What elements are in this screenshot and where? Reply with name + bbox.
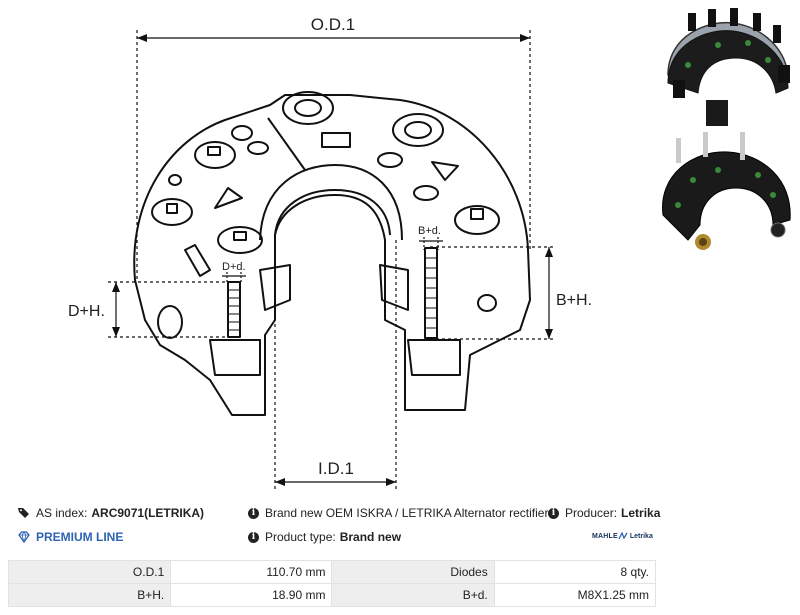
- terminal-right-1: [392, 113, 444, 147]
- premium-line-text: PREMIUM LINE: [36, 530, 124, 544]
- terminal-left-2: [151, 198, 193, 226]
- as-index-value: ARC9071(LETRIKA): [91, 506, 205, 520]
- spec-label: O.D.1: [7, 560, 172, 584]
- producer: i Producer: Letrika: [548, 506, 660, 520]
- producer-value: Letrika: [621, 506, 661, 520]
- spec-value: 8 qty.: [493, 560, 657, 584]
- bolt-right: [424, 247, 438, 339]
- bolt-left: [227, 281, 241, 338]
- spec-label: Diodes: [331, 560, 495, 584]
- dd-label: D+d.: [222, 261, 246, 273]
- info-icon: i: [248, 507, 259, 519]
- logo-wave-icon: [618, 532, 628, 540]
- spec-value: M8X1.25 mm: [493, 583, 657, 607]
- as-index-label: AS index:: [36, 506, 88, 520]
- terminal-left-1: [194, 141, 236, 169]
- product-type-value: Brand new: [339, 530, 402, 544]
- info-icon: i: [548, 507, 559, 519]
- spec-value: 110.70 mm: [170, 560, 333, 584]
- id-label: I.D.1: [318, 459, 354, 478]
- description: i Brand new OEM ISKRA / LETRIKA Alternat…: [248, 506, 548, 520]
- mahle-letrika-logo: MAHLE Letrika: [592, 532, 653, 540]
- split-line: [267, 117, 306, 171]
- tags-icon: [18, 508, 29, 518]
- inner-arch: [259, 164, 403, 241]
- description-text: Brand new OEM ISKRA / LETRIKA Alternator…: [265, 506, 549, 520]
- bd-label: B+d.: [418, 225, 441, 237]
- bh-label: B+H.: [556, 292, 592, 309]
- info-row-1: AS index: ARC9071(LETRIKA) i Brand new O…: [0, 502, 800, 526]
- spec-table: O.D.1 110.70 mm Diodes 8 qty. B+H. 18.90…: [7, 560, 657, 607]
- inner-arch-inner: [274, 189, 391, 236]
- diamond-icon: [18, 531, 30, 543]
- dh-label: D+H.: [68, 303, 105, 320]
- table-row: B+H. 18.90 mm B+d. M8X1.25 mm: [7, 583, 657, 607]
- terminal-top: [282, 91, 334, 125]
- premium-line: PREMIUM LINE: [18, 530, 123, 544]
- product-type: i Product type: Brand new: [248, 530, 401, 544]
- rectifier-technical-drawing: O.D.1 I.D.1 D+H. B+H. D+d. B+d.: [68, 15, 592, 490]
- as-index: AS index: ARC9071(LETRIKA): [18, 506, 204, 520]
- spec-label: B+H.: [7, 583, 172, 607]
- product-type-label: Product type:: [265, 530, 336, 544]
- spec-value: 18.90 mm: [170, 583, 333, 607]
- info-row-2: PREMIUM LINE i Product type: Brand new M…: [0, 526, 800, 550]
- table-row: O.D.1 110.70 mm Diodes 8 qty.: [7, 560, 657, 584]
- rectifier-photo-bottom[interactable]: [648, 130, 798, 265]
- info-icon: i: [248, 531, 259, 543]
- terminal-left-3: [217, 226, 263, 254]
- rectifier-photo-top[interactable]: [648, 5, 798, 133]
- rectifier-outline: [133, 94, 531, 416]
- spec-label: B+d.: [331, 583, 495, 607]
- od-label: O.D.1: [311, 15, 355, 34]
- producer-label: Producer:: [565, 506, 618, 520]
- terminal-right-2: [454, 205, 500, 235]
